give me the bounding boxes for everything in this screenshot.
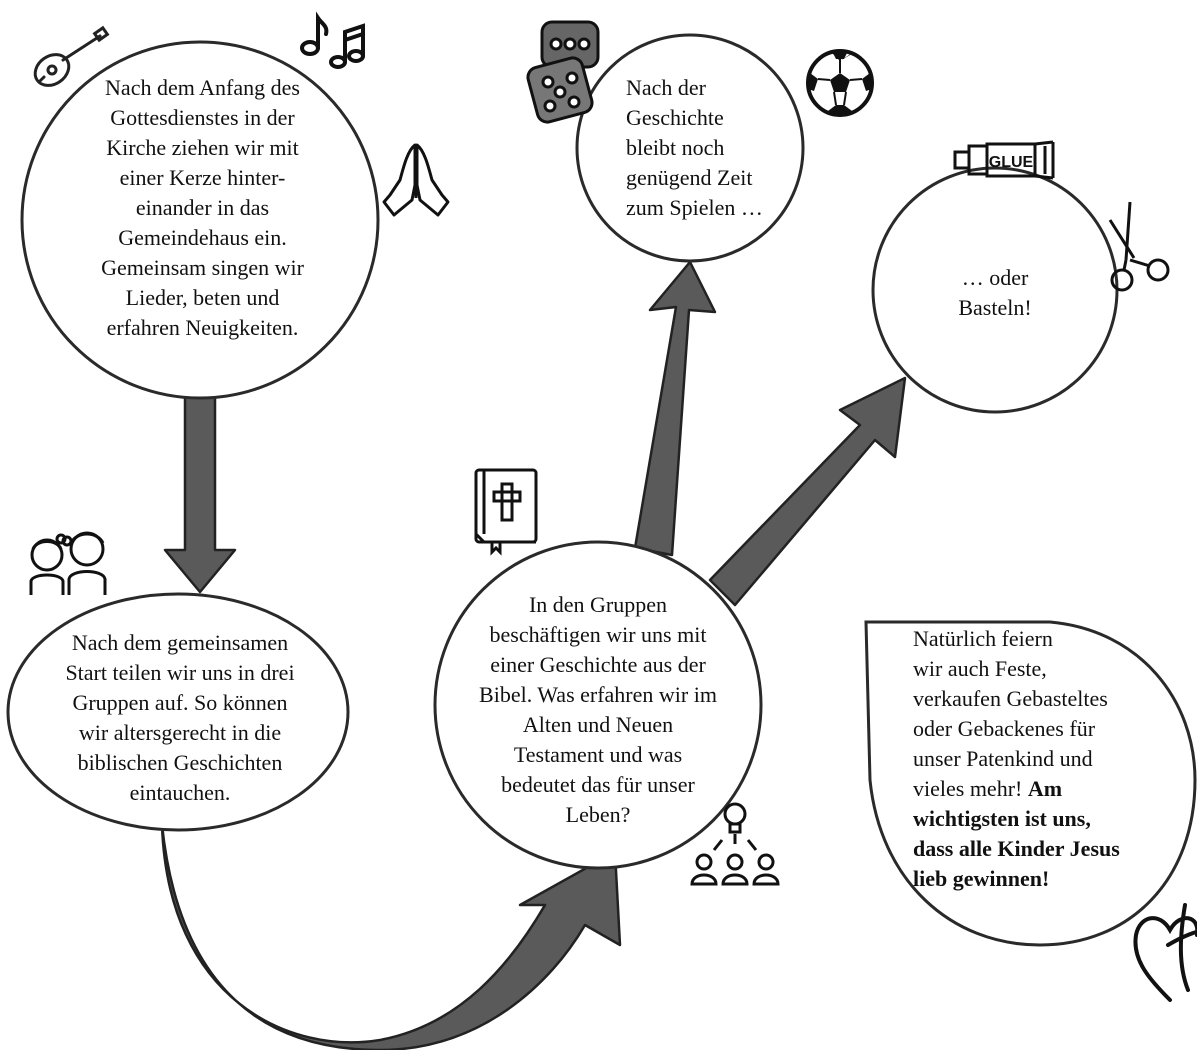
start-line: Gemeindehaus ein. [118,225,287,250]
play-line: bleibt noch [626,135,725,160]
groups-line: Start teilen wir uns in drei [65,660,295,685]
team-idea-icon [690,802,780,886]
circles [6,33,1197,947]
craft-line: Basteln! [958,295,1032,320]
node-groups-text: Nach dem gemeinsamen Start teilen wir un… [35,628,325,808]
bible-line: Leben? [565,802,631,827]
arrow-bible-to-play [633,260,717,557]
node-craft-text: … oder Basteln! [925,263,1065,323]
arrow-bible-to-craft [708,376,907,607]
note-emphasis-start: Am [1027,776,1063,801]
bible-line: einer Geschichte aus der [490,652,706,677]
start-line: Gemeinsam singen wir [101,255,304,280]
start-line: Lieder, beten und [125,285,280,310]
node-groups-circle [6,592,350,832]
praying-hands-icon [382,143,450,217]
play-line: zum Spielen … [626,195,763,220]
bible-line: Testament und was [513,742,683,767]
bible-line: In den Gruppen [528,592,668,617]
groups-line: Nach dem gemeinsamen [71,630,289,655]
note-emphasis-line: wichtigsten ist uns, [913,806,1091,831]
bible-icon [474,468,538,556]
node-start-text: Nach dem Anfang des Gottesdienstes in de… [70,73,335,343]
start-line: Gottesdienstes in der [110,105,295,130]
groups-line: wir altersgerecht in die [78,720,282,745]
glue-label: GLUE [989,154,1034,171]
start-line: Nach dem Anfang des [105,75,300,100]
soccer-ball-icon [806,49,874,117]
note-line-plain: vieles mehr! [913,776,1023,801]
bible-line: beschäftigen wir uns mit [489,622,707,647]
bible-line: Bibel. Was erfahren wir im [479,682,717,707]
node-bible-text: In den Gruppen beschäftigen wir uns mit … [448,590,748,830]
note-emphasis-line: dass alle Kinder Jesus [913,836,1120,861]
note-line: wir auch Feste, [913,656,1047,681]
bible-line: Alten und Neuen [522,712,674,737]
play-line: genügend Zeit [626,165,753,190]
guitar-icon [33,25,110,87]
glue-tube-icon: GLUE [953,140,1055,180]
note-line: vieles mehr! Am [913,774,1153,804]
node-bible-circle [433,540,763,870]
bible-line: bedeutet das für unser [501,772,695,797]
play-line: Nach der [626,75,707,100]
craft-line: … oder [961,265,1029,290]
start-line: einander in das [135,195,270,220]
note-line: Natürlich feiern [913,626,1053,651]
start-line: einer Kerze hinter- [119,165,286,190]
start-line: erfahren Neuigkeiten. [106,315,299,340]
heart-cross-logo [1133,903,1197,1002]
note-line: unser Patenkind und [913,746,1093,771]
node-note-text: Natürlich feiern wir auch Feste, verkauf… [913,624,1153,894]
node-play-circle [575,33,805,263]
play-line: Geschichte [626,105,724,130]
groups-line: biblischen Geschichten [77,750,283,775]
start-line: Kirche ziehen wir mit [106,135,299,160]
groups-line: eintauchen. [129,780,231,805]
node-start-circle [20,40,380,400]
scissors-icon [1108,201,1170,292]
node-note-bubble [864,620,1197,947]
note-line: verkaufen Gebasteltes [913,686,1108,711]
groups-line: Gruppen auf. So können [72,690,288,715]
note-line: oder Gebackenes für [913,716,1096,741]
note-emphasis-line: lieb gewinnen! [913,866,1050,891]
music-notes-icon [300,11,365,69]
node-play-text: Nach der Geschichte bleibt noch genügend… [626,73,786,223]
arrow-start-to-groups [163,378,237,594]
children-icon [29,531,107,595]
dice-icon [526,20,600,124]
